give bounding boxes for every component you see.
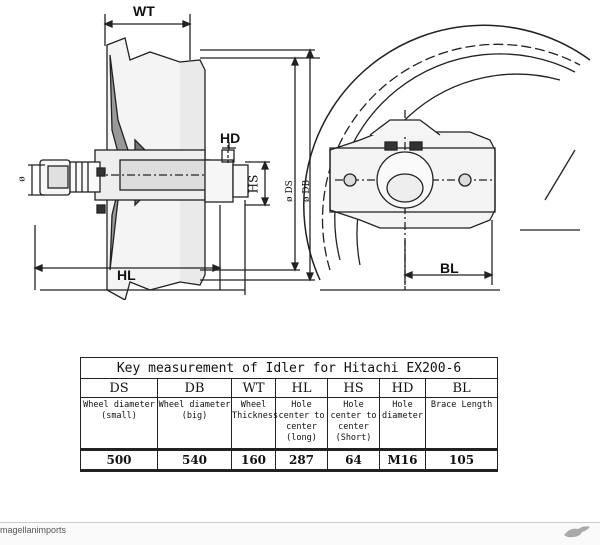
- value-cell: 287: [275, 448, 328, 472]
- value-cell: 500: [80, 448, 158, 472]
- hs-label: HS: [246, 174, 261, 194]
- shaft-diameter-label: ø: [17, 176, 28, 182]
- column-header: HL: [275, 378, 328, 398]
- value-cell: M16: [379, 448, 426, 472]
- column-description: Brace Length: [424, 397, 499, 450]
- column-header: DS: [80, 378, 158, 398]
- bird-icon: [564, 526, 590, 538]
- hd-label: HD: [220, 130, 241, 146]
- brand-watermark: magellanimports: [0, 525, 67, 535]
- db-label: ø DB: [302, 179, 313, 203]
- value-cell: 160: [231, 448, 276, 472]
- column-header: WT: [231, 378, 276, 398]
- table-title: Key measurement of Idler for Hitachi EX2…: [79, 357, 499, 379]
- column-header: HD: [379, 378, 426, 398]
- column-header: HS: [327, 378, 380, 398]
- hl-label: HL: [117, 267, 136, 283]
- ds-label: ø DS: [284, 180, 295, 202]
- idler-technical-drawing: [28, 14, 591, 300]
- idler-side-section-view: [28, 14, 320, 300]
- column-description: Hole diameter: [379, 397, 426, 450]
- wt-label: WT: [133, 3, 155, 19]
- value-cell: 105: [424, 448, 499, 472]
- column-description: Wheel diameter (small): [80, 397, 158, 450]
- bl-label: BL: [440, 260, 459, 276]
- column-description: Hole center to center (Short): [327, 397, 380, 450]
- value-cell: 64: [327, 448, 380, 472]
- idler-front-view: [303, 24, 591, 291]
- column-description: Hole center to center (long): [275, 397, 328, 450]
- column-header: DB: [157, 378, 232, 398]
- idler-spec-table: Key measurement of Idler for Hitachi EX2…: [79, 357, 499, 472]
- value-cell: 540: [157, 448, 232, 472]
- column-description: Wheel Thickness: [231, 397, 278, 450]
- column-header: BL: [424, 378, 499, 398]
- column-description: Wheel diameter (big): [157, 397, 232, 450]
- footer-bar: [0, 522, 600, 545]
